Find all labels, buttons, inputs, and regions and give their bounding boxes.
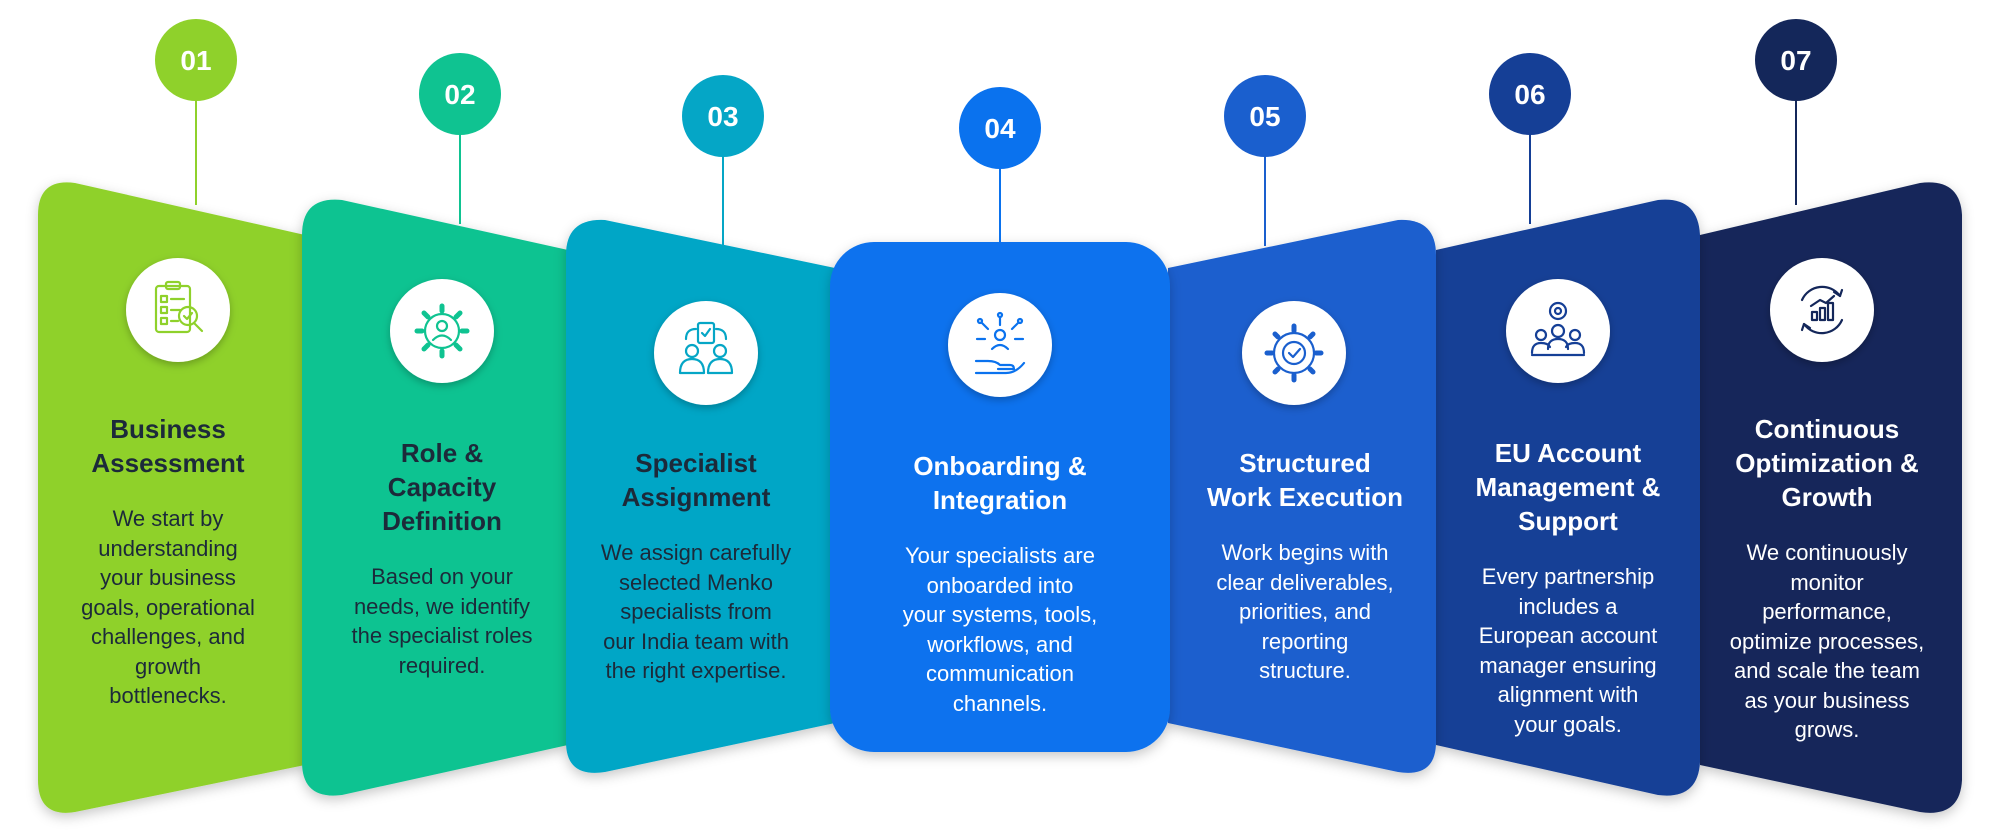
step-4-number: 04 — [984, 113, 1016, 144]
step-3-panel — [566, 219, 835, 773]
team-assignment-icon — [678, 321, 734, 375]
step-4-panel — [830, 242, 1170, 752]
step-7-title: Continuous Optimization & Growth — [1735, 414, 1919, 512]
step-6-badge — [1489, 53, 1571, 135]
step-4-description: Your specialists are onboarded into your… — [902, 543, 1098, 716]
step-6-title: EU Account Management & Support — [1475, 438, 1661, 536]
step-4-text: Onboarding & Integration Your specialist… — [870, 449, 1130, 718]
step-3-icon-circle — [654, 301, 758, 405]
gear-user-icon — [414, 303, 470, 359]
step-5-number: 05 — [1249, 101, 1280, 132]
gear-check-icon — [1264, 323, 1324, 383]
step-1-title: Business Assessment — [91, 414, 245, 478]
step-2-panel — [302, 199, 568, 796]
step-7-number: 07 — [1780, 45, 1811, 76]
step-7-icon-circle — [1770, 258, 1874, 362]
step-1-badge — [155, 19, 237, 101]
step-1-description: We start by understanding your business … — [81, 506, 255, 708]
step-2-text: Role & Capacity Definition Based on your… — [318, 436, 566, 680]
step-5-text: Structured Work Execution Work begins wi… — [1180, 446, 1430, 686]
step-7-badge — [1755, 19, 1837, 101]
step-7-panel — [1700, 182, 1962, 813]
clipboard-checklist-icon — [154, 280, 204, 334]
step-4-title: Onboarding & Integration — [913, 451, 1087, 515]
step-6-panel — [1436, 199, 1700, 796]
step-6-description: Every partnership includes a European ac… — [1478, 564, 1658, 737]
step-7-text: Continuous Optimization & Growth We cont… — [1702, 412, 1952, 745]
step-5-description: Work begins with clear deliverables, pri… — [1216, 540, 1394, 683]
step-2-description: Based on your needs, we identify the spe… — [351, 564, 533, 678]
step-5-badge — [1224, 75, 1306, 157]
step-2-title: Role & Capacity Definition — [382, 438, 502, 536]
step-3-description: We assign carefully selected Menko speci… — [600, 540, 792, 683]
step-3-number: 03 — [707, 101, 738, 132]
step-5-panel — [1168, 219, 1436, 773]
step-3-text: Specialist Assignment We assign carefull… — [576, 446, 816, 686]
step-7-description: We continuously monitor performance, opt… — [1729, 540, 1925, 742]
step-5-icon-circle — [1242, 301, 1346, 405]
step-1-panel — [38, 182, 305, 813]
step-2-number: 02 — [444, 79, 475, 110]
step-3-title: Specialist Assignment — [621, 448, 771, 512]
hand-person-network-icon — [974, 311, 1026, 375]
team-gear-icon — [1530, 301, 1586, 357]
step-4-badge — [959, 87, 1041, 169]
step-6-text: EU Account Management & Support Every pa… — [1440, 436, 1696, 739]
step-3-badge — [682, 75, 764, 157]
step-6-icon-circle — [1506, 279, 1610, 383]
step-6-number: 06 — [1514, 79, 1545, 110]
step-1-text: Business Assessment We start by understa… — [50, 412, 286, 711]
step-5-title: Structured Work Execution — [1206, 448, 1403, 512]
step-1-number: 01 — [180, 45, 211, 76]
step-2-badge — [419, 53, 501, 135]
growth-cycle-icon — [1800, 285, 1844, 335]
